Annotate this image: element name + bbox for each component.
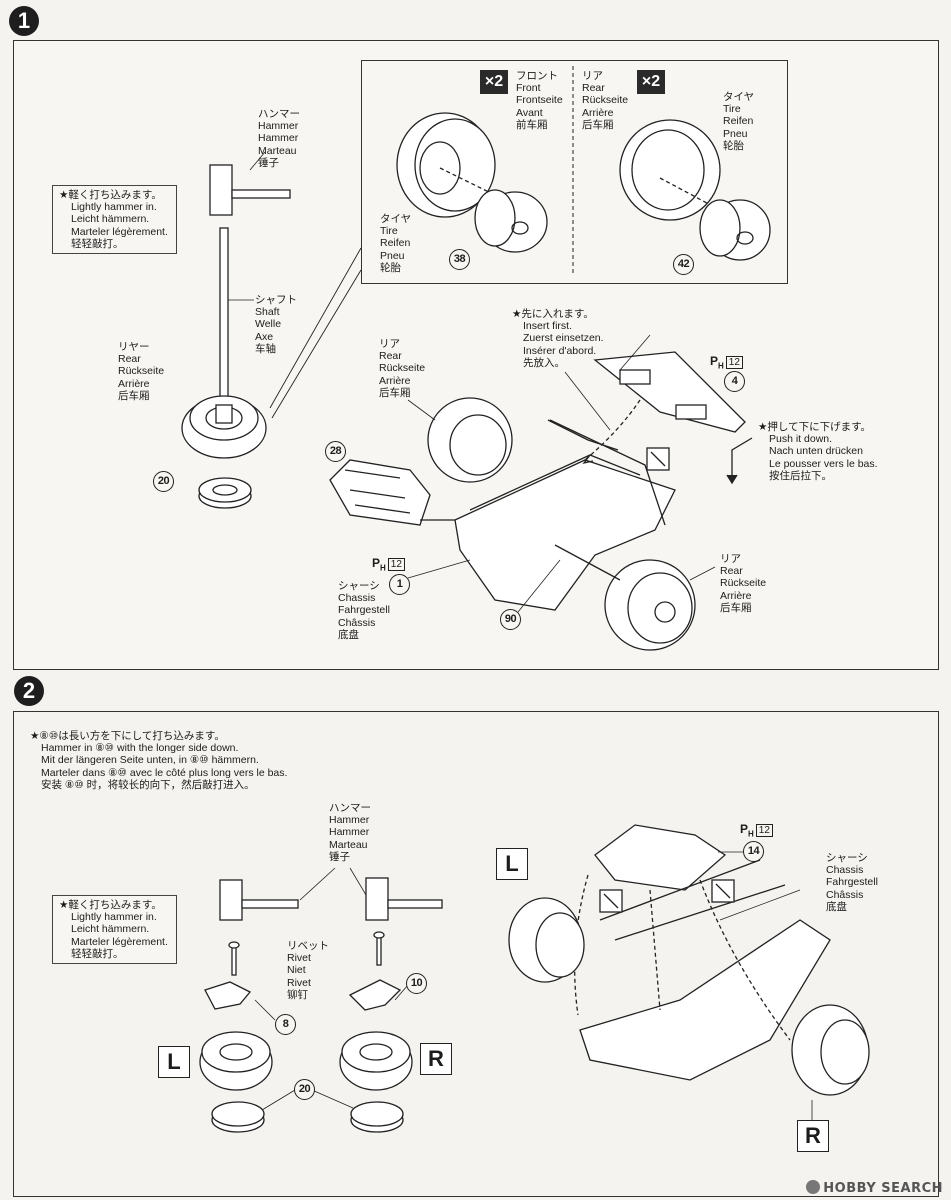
part-8-marker: 8 bbox=[275, 1014, 296, 1035]
longer-side-note: ★⑧⑩は長い方を下にして打ち込みます。Hammer in ⑧⑩ with the… bbox=[30, 730, 288, 791]
right-side-mark: R bbox=[420, 1043, 452, 1075]
hobby-search-logo-icon bbox=[806, 1180, 821, 1194]
tap-note-2: ★軽く打ち込みます。Lightly hammer in.Leicht hämme… bbox=[52, 895, 177, 965]
part-1-marker: 1 bbox=[389, 574, 410, 595]
insert-first-note: ★先に入れます。Insert first.Zuerst einsetzen.In… bbox=[512, 308, 604, 369]
car-right-mark: R bbox=[797, 1120, 829, 1152]
part-90-marker: 90 bbox=[500, 609, 521, 630]
part-38-marker: 38 bbox=[449, 249, 470, 270]
part-4-marker: 4 bbox=[724, 371, 745, 392]
part-20-marker: 20 bbox=[153, 471, 174, 492]
step-2-badge: 2 bbox=[14, 676, 44, 706]
car-left-mark: L bbox=[496, 848, 528, 880]
part-14-marker: 14 bbox=[743, 841, 764, 862]
left-side-mark: L bbox=[158, 1046, 190, 1078]
rear-multiplier: ×2 bbox=[637, 70, 665, 94]
push-down-note: ★押して下に下げます。Push it down.Nach unten drück… bbox=[758, 421, 878, 482]
part-10-marker: 10 bbox=[406, 973, 427, 994]
step-2-panel bbox=[13, 711, 939, 1197]
front-multiplier: ×2 bbox=[480, 70, 508, 94]
part-42-marker: 42 bbox=[673, 254, 694, 275]
part-20-marker-2: 20 bbox=[294, 1079, 315, 1100]
tap-note: ★軽く打ち込みます。Lightly hammer in.Leicht hämme… bbox=[52, 185, 177, 255]
step-1-badge: 1 bbox=[9, 6, 39, 36]
hobby-search-watermark: HOBBY SEARCH bbox=[806, 1180, 943, 1196]
part-28-marker: 28 bbox=[325, 441, 346, 462]
